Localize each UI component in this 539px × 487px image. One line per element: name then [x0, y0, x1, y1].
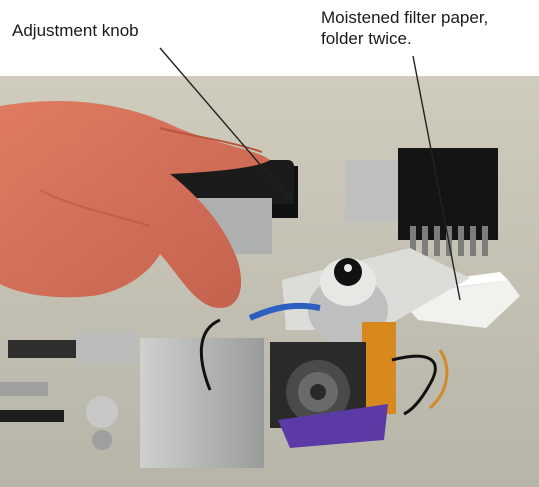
black-wire: [199, 318, 221, 391]
filter-paper-label: Moistened filter paper, folder twice.: [321, 7, 488, 49]
hand: [0, 101, 270, 308]
fan: [270, 342, 366, 428]
purple-board: [278, 404, 388, 448]
filter-paper-label-line1: Moistened filter paper,: [321, 8, 489, 27]
paper-leader-line: [412, 55, 461, 301]
adjustment-knob-label: Adjustment knob: [12, 21, 139, 40]
knob-leader-line: [159, 47, 295, 205]
blue-wire: [248, 302, 321, 321]
filter-paper-label-line2: folder twice.: [321, 29, 412, 48]
copper-tape: [362, 322, 396, 414]
connectors: [0, 332, 136, 450]
